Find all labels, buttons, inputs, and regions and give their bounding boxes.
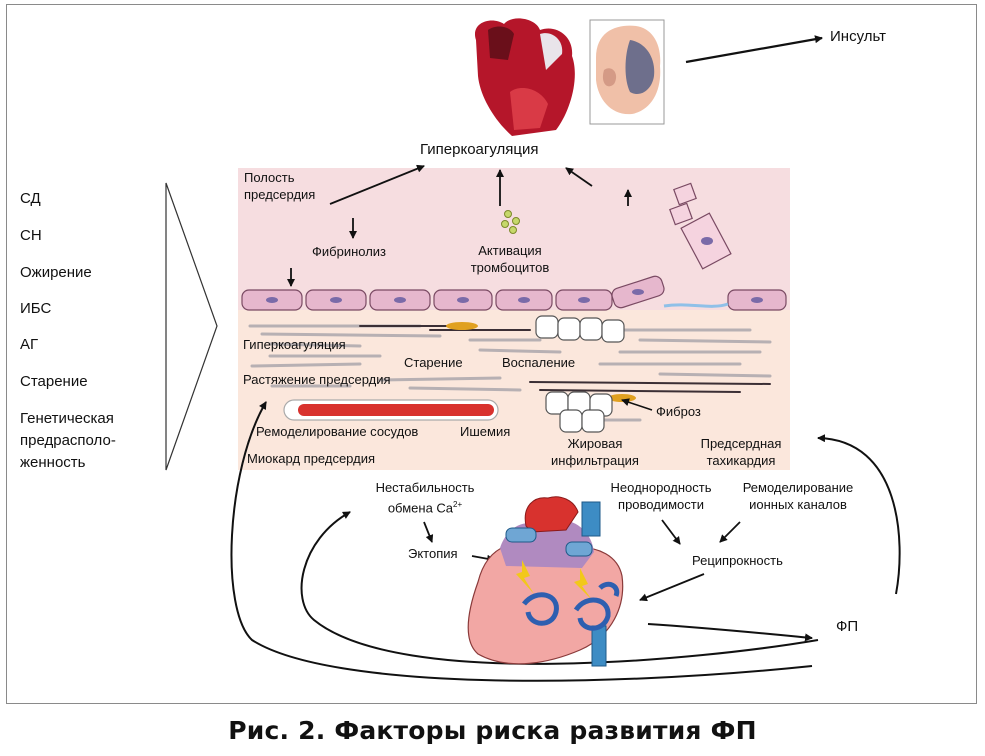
fat-infiltration-line1: Жировая <box>567 436 623 451</box>
atrium-cavity-label-line2: предсердия <box>244 187 316 202</box>
atrial-tachycardia-line2: тахикардия <box>706 453 776 468</box>
risk-factor-hypertension: АГ <box>20 336 39 353</box>
vessel-remodeling-label: Ремоделирование сосудов <box>256 424 419 439</box>
calcium-instability-line1: Нестабильность <box>375 480 475 495</box>
ion-channel-remodeling-line2: ионных каналов <box>749 497 847 512</box>
fibrosis-label: Фиброз <box>656 404 701 419</box>
risk-factor-genetic-line3: женность <box>20 454 86 471</box>
risk-factor-aging: Старение <box>20 373 88 390</box>
risk-factor-heart-failure: СН <box>20 227 42 244</box>
brain-illustration <box>589 19 665 125</box>
risk-factor-obesity: Ожирение <box>20 264 92 281</box>
reentry-label: Реципрокность <box>692 553 783 568</box>
endothelial-cells <box>241 275 787 311</box>
inflammation-label: Воспаление <box>502 355 576 370</box>
ischemia-label: Ишемия <box>460 424 511 439</box>
ectopy-label: Эктопия <box>408 546 458 561</box>
platelets <box>501 210 520 234</box>
feedback-curves <box>230 401 901 682</box>
heart-diagram <box>467 496 624 667</box>
hypercoagulation-title: Гиперкоагуляция <box>420 141 539 158</box>
atrial-tachycardia-line1: Предсердная <box>700 436 782 451</box>
platelet-activation-line2: тромбоцитов <box>470 260 550 275</box>
af-label: ФП <box>836 618 859 635</box>
fibrous-streaks <box>248 324 772 422</box>
vessel <box>283 399 499 421</box>
ion-channel-remodeling-line1: Ремоделирование <box>742 480 854 495</box>
fibrinolysis-label: Фибринолиз <box>312 244 387 259</box>
fat-cells <box>535 315 625 433</box>
risk-factor-genetic-line2: предрасполо- <box>20 432 116 449</box>
atrial-myocardium-label: Миокард предсердия <box>247 451 376 466</box>
risk-factor-diabetes: СД <box>20 190 41 207</box>
aging-label: Старение <box>404 355 463 370</box>
atrial-stretch-label: Растяжение предсердия <box>243 372 391 387</box>
platelet-activation-line1: Активация <box>478 243 542 258</box>
stroke-label: Инсульт <box>830 28 887 45</box>
risk-factor-ihd: ИБС <box>20 300 52 317</box>
figure-frame <box>6 4 977 704</box>
myocardium-hypercoag-label: Гиперкоагуляция <box>243 337 346 352</box>
fat-infiltration-line2: инфильтрация <box>551 453 639 468</box>
conduction-heterogeneity-line2: проводимости <box>618 497 704 512</box>
heart-illustration <box>474 18 575 136</box>
figure-caption: Рис. 2. Факторы риска развития ФП <box>228 716 757 745</box>
risk-funnel <box>165 182 218 471</box>
atrium-cavity-label-line1: Полость <box>244 170 295 185</box>
conduction-heterogeneity-line1: Неоднородность <box>610 480 712 495</box>
calcium-instability-line2: обмена Ca2+ <box>387 500 463 516</box>
risk-factor-genetic-line1: Генетическая <box>20 410 114 427</box>
